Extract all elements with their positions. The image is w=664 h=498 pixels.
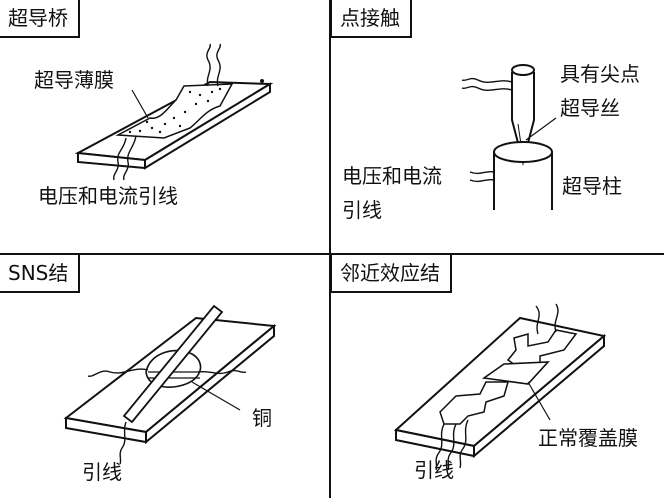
bridge-lead-label: 电压和电流引线 [38, 184, 178, 208]
sns-drawing [0, 0, 330, 498]
bridge-title: 超导桥 [8, 6, 68, 30]
bridge-drawing [0, 0, 330, 254]
proximity-film-label: 正常覆盖膜 [538, 426, 638, 450]
sns-lead-label: 引线 [82, 460, 122, 484]
proximity-title: 邻近效应结 [340, 261, 440, 285]
copper-label: 铜 [252, 406, 272, 430]
point-contact-drawing [0, 0, 664, 254]
tip-label-line1: 具有尖点 [560, 62, 640, 86]
sns-title-tag: SNS结 [0, 255, 81, 293]
post-label: 超导柱 [562, 174, 622, 198]
superconducting-film [118, 84, 232, 138]
point-lead-label-line1: 电压和电流 [342, 164, 442, 188]
bridge-title-tag: 超导桥 [0, 0, 80, 38]
tip-label-line2: 超导丝 [560, 96, 620, 120]
film-dots [128, 87, 222, 134]
bridge-film-label: 超导薄膜 [34, 68, 114, 92]
point-contact-title: 点接触 [340, 6, 400, 30]
point-contact-title-tag: 点接触 [330, 0, 412, 38]
sns-title: SNS结 [8, 261, 69, 285]
point-lead-label-line2: 引线 [342, 198, 382, 222]
proximity-lead-label: 引线 [414, 458, 454, 482]
normal-cover-film [484, 362, 548, 384]
proximity-title-tag: 邻近效应结 [330, 255, 452, 293]
